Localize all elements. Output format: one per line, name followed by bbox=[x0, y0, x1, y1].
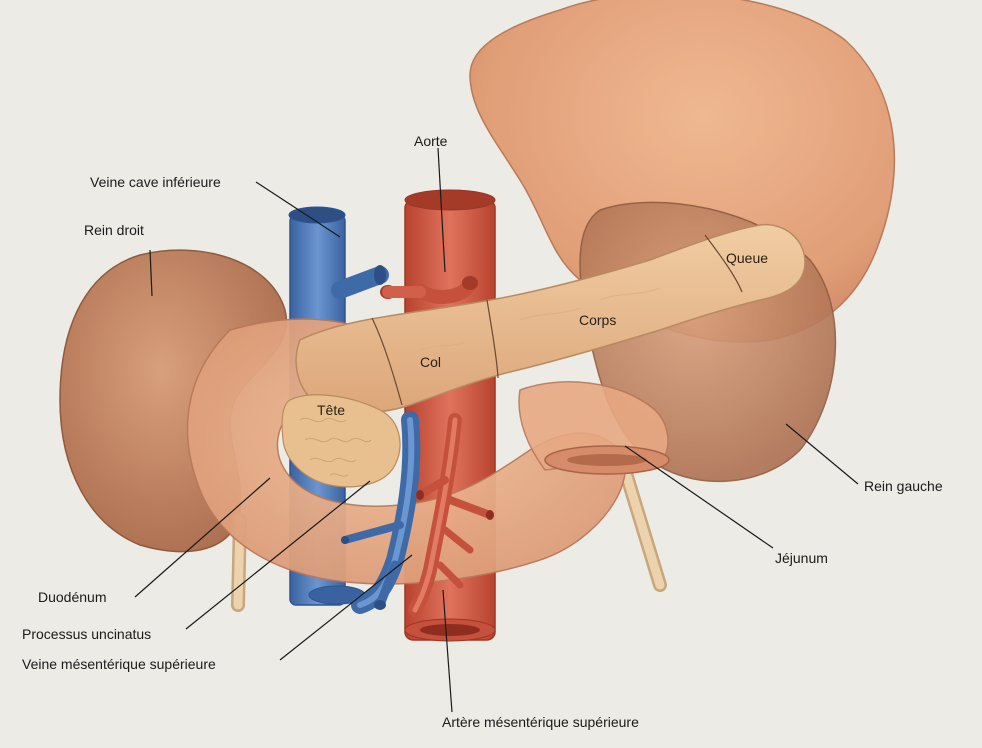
label-tete: Tête bbox=[317, 402, 346, 418]
label-artere-mes: Artère mésentérique supérieure bbox=[442, 714, 639, 730]
label-veine-cave: Veine cave inférieure bbox=[90, 174, 221, 190]
label-col: Col bbox=[420, 354, 442, 370]
label-rein-gauche: Rein gauche bbox=[864, 478, 943, 494]
pancreas-shape bbox=[295, 224, 806, 414]
label-queue: Queue bbox=[726, 250, 769, 266]
label-aorte: Aorte bbox=[414, 133, 448, 149]
label-veine-mes: Veine mésentérique supérieure bbox=[22, 656, 216, 672]
label-jejunum: Jéjunum bbox=[775, 550, 828, 566]
label-processus: Processus uncinatus bbox=[22, 626, 152, 642]
label-corps: Corps bbox=[579, 312, 617, 328]
label-duodenum: Duodénum bbox=[38, 589, 107, 605]
leader-lines bbox=[134, 147, 859, 713]
label-rein-droit: Rein droit bbox=[84, 222, 144, 238]
